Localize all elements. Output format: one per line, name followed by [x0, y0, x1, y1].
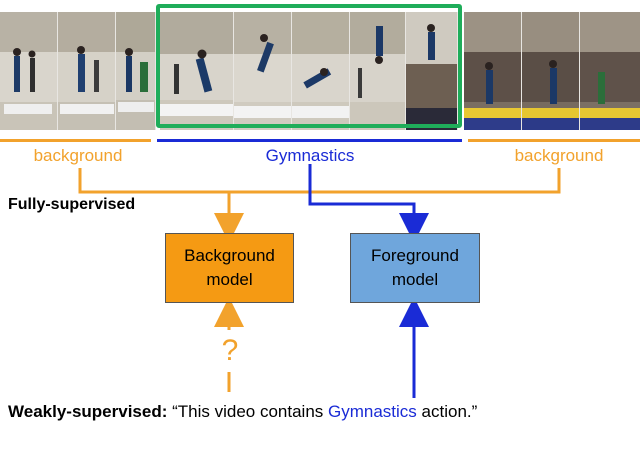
- sentence-start: “This video contains: [172, 402, 329, 421]
- video-frame: [58, 12, 116, 130]
- video-frame: [116, 12, 156, 130]
- weakly-supervised-sentence: Weakly-supervised: “This video contains …: [8, 402, 477, 422]
- foreground-connector-line: [308, 164, 429, 243]
- background-model-line1: Background: [184, 246, 275, 265]
- background-segment-bar-right: [468, 139, 640, 142]
- video-frame: [0, 12, 58, 130]
- video-frame: [522, 12, 580, 130]
- background-label-right: background: [514, 146, 604, 165]
- foreground-model-line1: Foreground: [371, 246, 459, 265]
- background-segment-bar-left: [0, 139, 151, 142]
- background-label-left: background: [33, 146, 123, 165]
- background-model-box: Background model: [165, 233, 294, 303]
- action-segment-highlight: [156, 4, 462, 128]
- background-model-line2: model: [206, 270, 253, 289]
- action-segment-bar: [157, 139, 462, 142]
- weakly-supervised-label: Weakly-supervised:: [8, 402, 168, 421]
- sentence-end: action.”: [416, 402, 478, 421]
- foreground-model-box: Foreground model: [350, 233, 480, 303]
- video-frame: [350, 12, 406, 130]
- fully-supervised-label: Fully-supervised: [8, 196, 136, 213]
- video-frame: [406, 12, 458, 130]
- question-mark: ?: [221, 334, 239, 367]
- background-connector-line: [78, 168, 561, 194]
- foreground-model-line2: model: [391, 270, 439, 289]
- video-frame: [464, 12, 522, 130]
- action-label: Gymnastics: [265, 146, 355, 165]
- video-frame: [234, 12, 292, 130]
- sentence-action-word: Gymnastics: [328, 402, 417, 421]
- video-frame: [580, 12, 640, 130]
